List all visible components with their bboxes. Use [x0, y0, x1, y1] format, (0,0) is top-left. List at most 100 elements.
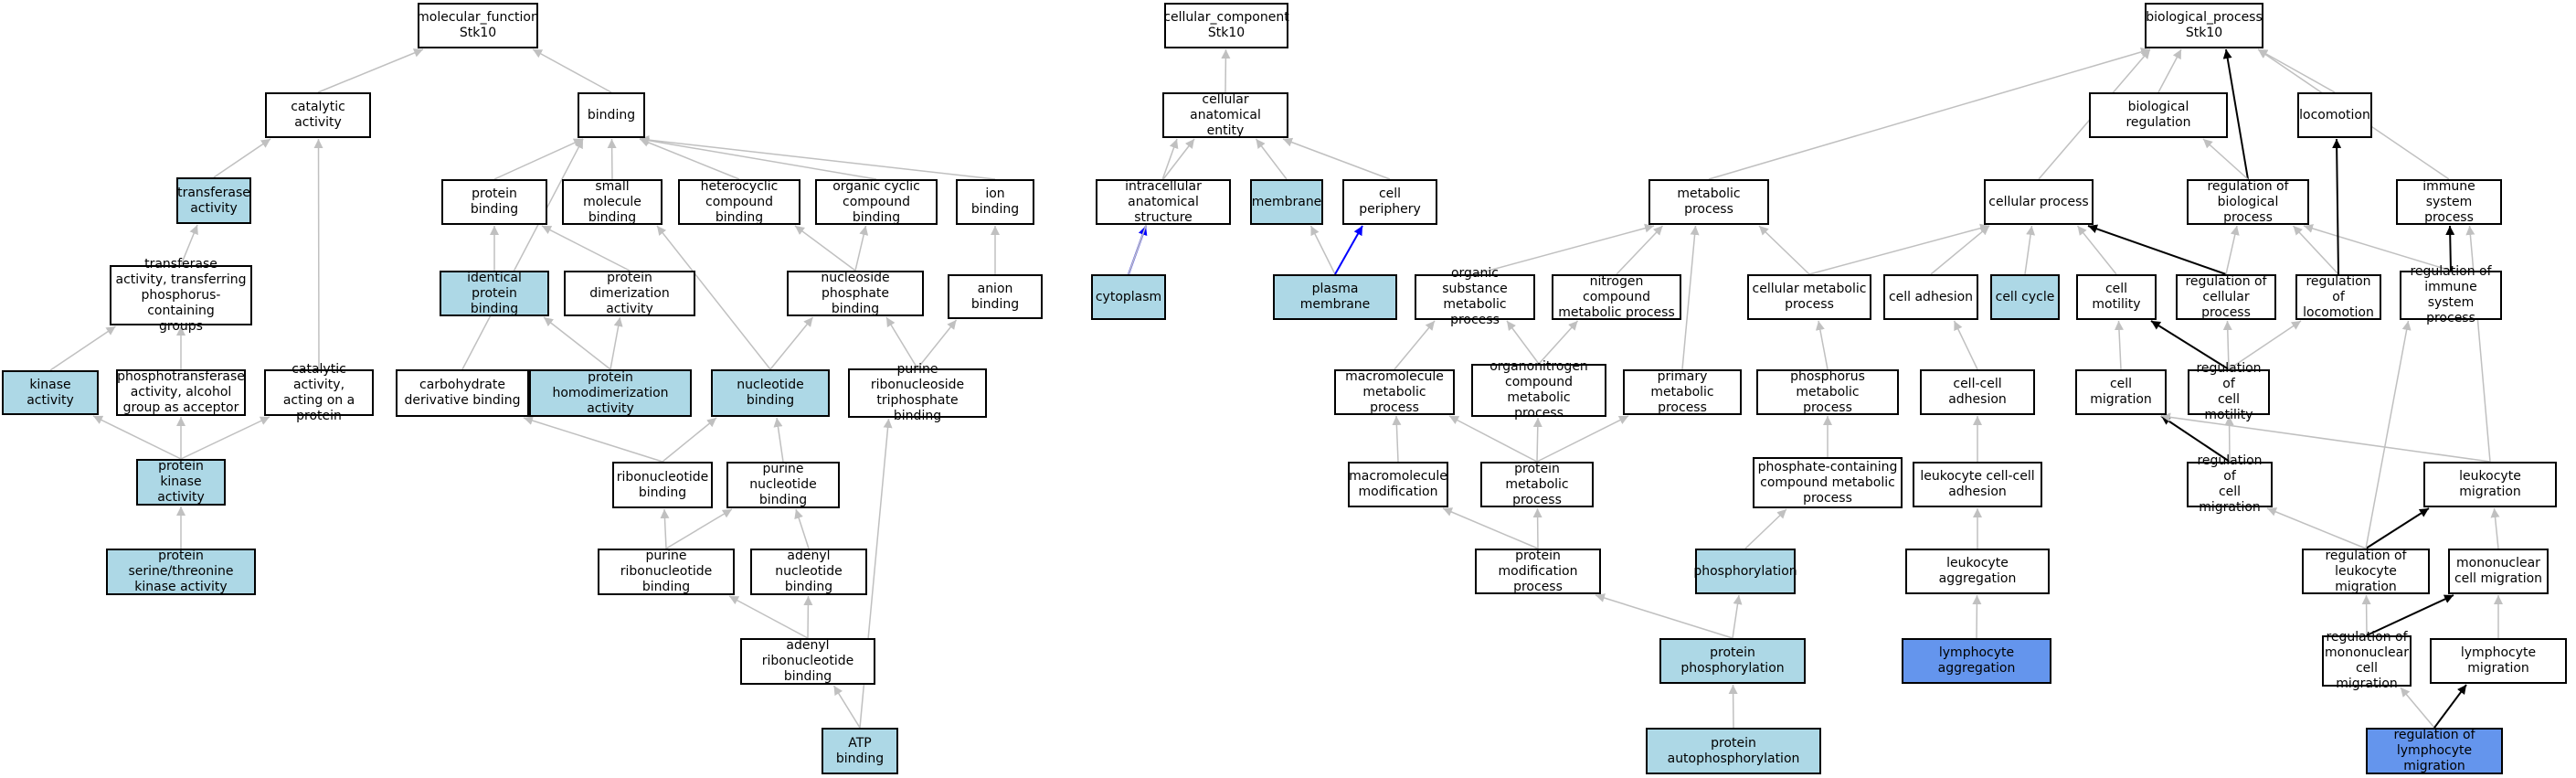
- node-prot-phos[interactable]: protein phosphorylation: [1659, 638, 1806, 684]
- node-binding[interactable]: binding: [578, 92, 645, 138]
- node-reg-motility[interactable]: regulation of cell motility: [2188, 361, 2270, 422]
- node-leuko-agg[interactable]: leukocyte aggregation: [1905, 549, 2050, 594]
- edge-nitrogen-to-metabolic: [1616, 225, 1664, 275]
- node-lymph-agg[interactable]: lymphocyte aggregation: [1902, 638, 2051, 684]
- edge-cell_met-to-cellular: [1808, 223, 1990, 275]
- node-phosphorylation[interactable]: phosphorylation: [1693, 549, 1797, 594]
- node-macro-mod[interactable]: macromolecule modification: [1348, 462, 1448, 507]
- node-reg-leuko-mig[interactable]: regulation of leukocyte migration: [2302, 549, 2430, 594]
- node-leuko-mig[interactable]: leukocyte migration: [2423, 462, 2557, 507]
- node-transferase[interactable]: transferase activity: [176, 177, 251, 224]
- node-cellular[interactable]: cellular process: [1984, 179, 2094, 225]
- node-purine-ribonucleoside-tp[interactable]: purine ribonucleoside triphosphate bindi…: [848, 362, 987, 423]
- node-reg-lymph-mig[interactable]: regulation of lymphocyte migration: [2366, 728, 2503, 774]
- node-protein-binding[interactable]: protein binding: [441, 179, 547, 225]
- node-ion-binding[interactable]: ion binding: [956, 179, 1034, 225]
- node-autophos[interactable]: protein autophosphorylation: [1646, 728, 1821, 774]
- node-ribonucleotide[interactable]: ribonucleotide binding: [612, 462, 713, 508]
- node-cc-adhesion[interactable]: cell-cell adhesion: [1920, 369, 2035, 415]
- node-ident-prot[interactable]: identical protein binding: [440, 271, 549, 316]
- node-purine-nuc[interactable]: purine nucleotide binding: [726, 462, 840, 508]
- node-prot-dimer[interactable]: protein dimerization activity: [564, 271, 695, 316]
- edge-membrane-to-cell_anat: [1255, 138, 1288, 180]
- node-cat-act[interactable]: catalytic activity: [265, 92, 371, 138]
- node-carb[interactable]: carbohydrate derivative binding: [396, 369, 529, 417]
- node-cat-prot[interactable]: catalytic activity, acting on a protein: [264, 362, 374, 423]
- node-migration[interactable]: cell migration: [2075, 369, 2167, 415]
- node-leuko-cc[interactable]: leukocyte cell-cell adhesion: [1913, 462, 2042, 507]
- node-adenyl-nuc[interactable]: adenyl nucleotide binding: [750, 549, 867, 595]
- node-mf[interactable]: molecular_function Stk10: [417, 3, 539, 48]
- node-nuc-phos[interactable]: nucleoside phosphate binding: [787, 271, 924, 316]
- node-reg-migration[interactable]: regulation of cell migration: [2187, 453, 2273, 515]
- edge-primary-to-metabolic: [1681, 225, 1700, 370]
- node-ser-thr[interactable]: protein serine/threonine kinase activity: [106, 549, 256, 595]
- edge-cell_anat-to-cc: [1221, 48, 1231, 93]
- edge-cell_met-to-metabolic: [1758, 225, 1810, 275]
- edge-reg_cellular-to-reg_bio: [2225, 225, 2240, 275]
- node-transf-phos[interactable]: transferase activity, transferring phosp…: [110, 257, 252, 334]
- node-cell-anat[interactable]: cellular anatomical entity: [1162, 92, 1288, 138]
- node-cycle[interactable]: cell cycle: [1990, 274, 2060, 320]
- node-locomotion[interactable]: locomotion: [2297, 92, 2372, 138]
- node-membrane[interactable]: membrane: [1250, 179, 1323, 225]
- node-organonitrogen[interactable]: organonitrogen compound metabolic proces…: [1471, 359, 1606, 421]
- node-heterocyclic[interactable]: heterocyclic compound binding: [678, 179, 800, 225]
- node-reg-bio[interactable]: regulation of biological process: [2187, 179, 2309, 225]
- node-reg-cellular[interactable]: regulation of cellular process: [2176, 274, 2276, 320]
- node-primary[interactable]: primary metabolic process: [1623, 369, 1742, 415]
- node-lymph-mig[interactable]: lymphocyte migration: [2430, 638, 2567, 684]
- node-kinase[interactable]: kinase activity: [2, 370, 99, 415]
- node-nucleotide[interactable]: nucleotide binding: [711, 369, 830, 417]
- node-prot-kinase[interactable]: protein kinase activity: [136, 459, 226, 506]
- node-prot-homodimer[interactable]: protein homodimerization activity: [529, 369, 692, 417]
- node-intracell[interactable]: intracellular anatomical structure: [1096, 179, 1231, 225]
- node-reg-mono-mig[interactable]: regulation of mononuclear cell migration: [2322, 630, 2412, 691]
- node-phosphate[interactable]: phosphate-containing compound metabolic …: [1753, 457, 1903, 508]
- node-mono-mig[interactable]: mononuclear cell migration: [2448, 549, 2549, 594]
- node-bp[interactable]: biological_process Stk10: [2145, 3, 2263, 48]
- node-macro-met[interactable]: macromolecule metabolic process: [1334, 369, 1455, 415]
- node-cc[interactable]: cellular_component Stk10: [1163, 3, 1289, 48]
- node-reg-immune[interactable]: regulation of immune system process: [2400, 264, 2502, 325]
- node-atp[interactable]: ATP binding: [822, 728, 898, 774]
- edge-prot_homodimer-to-ident_prot: [543, 316, 611, 370]
- node-anion[interactable]: anion binding: [948, 274, 1043, 319]
- node-adenyl-ribo[interactable]: adenyl ribonucleotide binding: [740, 638, 875, 685]
- edge-adenyl_ribo-to-purine_ribo: [728, 595, 809, 639]
- edge-cycle-to-cellular: [2024, 225, 2036, 275]
- node-adhesion[interactable]: cell adhesion: [1883, 274, 1978, 320]
- edge-purine_ribonucleoside_tp-to-anion: [917, 319, 958, 369]
- edge-reg_loco-to-reg_bio: [2292, 225, 2339, 275]
- edge-carb-to-binding: [461, 138, 584, 370]
- edge-prot_dimer-to-protein_binding: [541, 225, 631, 272]
- edge-reg_migration-to-migration: [2160, 415, 2231, 463]
- node-phosphotransf[interactable]: phosphotransferase activity, alcohol gro…: [116, 369, 246, 416]
- edge-reg_leuko_mig-to-reg_migration: [2266, 507, 2367, 549]
- node-immune[interactable]: immune system process: [2396, 179, 2502, 225]
- node-cell-met[interactable]: cellular metabolic process: [1747, 274, 1871, 320]
- node-metabolic[interactable]: metabolic process: [1648, 179, 1769, 225]
- node-small-mol[interactable]: small molecule binding: [562, 179, 663, 225]
- edge-nucleotide-to-small_mol: [656, 225, 771, 370]
- node-prot-met[interactable]: protein metabolic process: [1480, 462, 1594, 507]
- node-prot-mod[interactable]: protein modification process: [1475, 549, 1601, 594]
- node-bio-reg[interactable]: biological regulation: [2089, 92, 2228, 138]
- edge-org_cyclic-to-binding: [639, 135, 877, 180]
- edge-reg_leuko_mig-to-leuko_mig: [2365, 507, 2430, 549]
- node-phosphorus[interactable]: phosphorus metabolic process: [1756, 369, 1899, 415]
- edge-organonitrogen-to-org_sub: [1506, 320, 1540, 365]
- edge-cat_prot-to-cat_act: [313, 138, 323, 370]
- node-periphery[interactable]: cell periphery: [1342, 179, 1437, 225]
- node-motility[interactable]: cell motility: [2076, 274, 2157, 320]
- node-purine-ribo[interactable]: purine ribonucleotide binding: [598, 549, 735, 595]
- node-cytoplasm[interactable]: cytoplasm: [1091, 274, 1166, 320]
- node-reg-loco[interactable]: regulation of locomotion: [2295, 274, 2381, 320]
- edge-heterocyclic-to-binding: [639, 138, 740, 180]
- edge-plasma_mem-to-membrane: [1309, 225, 1336, 275]
- edge-reg_immune-to-reg_bio: [2303, 224, 2452, 272]
- node-plasma-mem[interactable]: plasma membrane: [1273, 274, 1397, 320]
- node-org-sub[interactable]: organic substance metabolic process: [1415, 266, 1535, 327]
- node-nitrogen[interactable]: nitrogen compound metabolic process: [1552, 274, 1681, 320]
- node-org-cyclic[interactable]: organic cyclic compound binding: [815, 179, 938, 225]
